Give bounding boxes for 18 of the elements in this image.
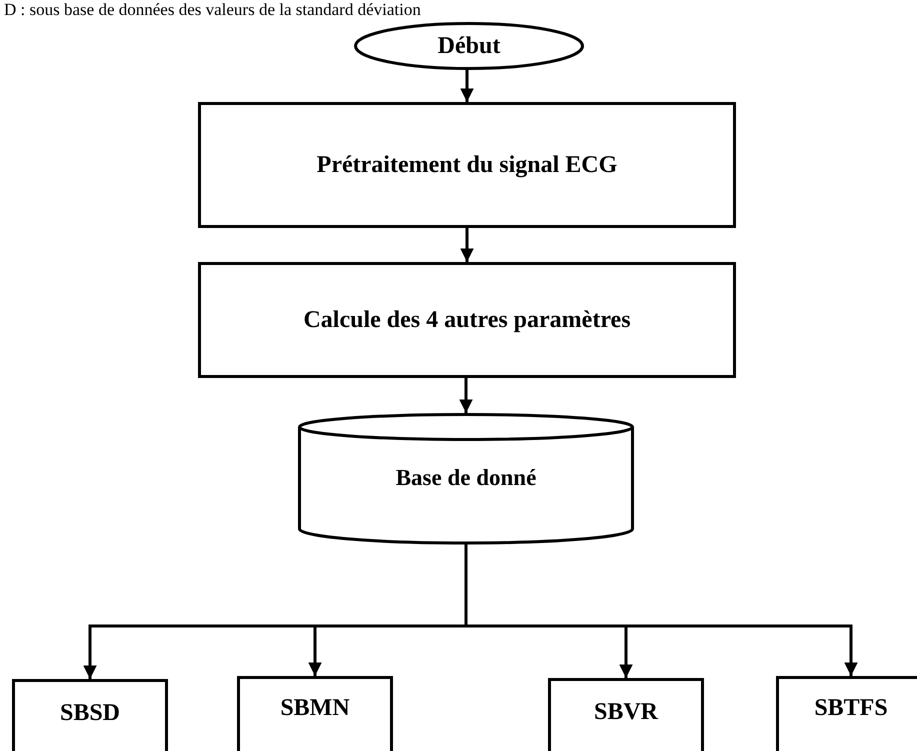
- process-box: [237, 676, 393, 751]
- node-label: Base de donné: [396, 465, 536, 491]
- process-box: [548, 678, 704, 751]
- arrow: [459, 378, 473, 413]
- node-label: SBTFS: [814, 694, 888, 722]
- process-box: [198, 102, 736, 228]
- process-box: [12, 679, 168, 751]
- arrow: [460, 228, 474, 262]
- arrow: [460, 70, 474, 102]
- note-text: D : sous base de données des valeurs de la standard déviation: [4, 0, 421, 20]
- process-box: [776, 676, 917, 751]
- node-label: Calcule des 4 autres paramètres: [303, 306, 631, 334]
- node-label: SBSD: [60, 699, 120, 727]
- node-label: Prétraitement du signal ECG: [316, 152, 618, 178]
- process-box: [198, 262, 736, 378]
- node-label: SBVR: [594, 698, 658, 726]
- node-label: Début: [438, 32, 500, 60]
- node-label: SBMN: [280, 694, 350, 722]
